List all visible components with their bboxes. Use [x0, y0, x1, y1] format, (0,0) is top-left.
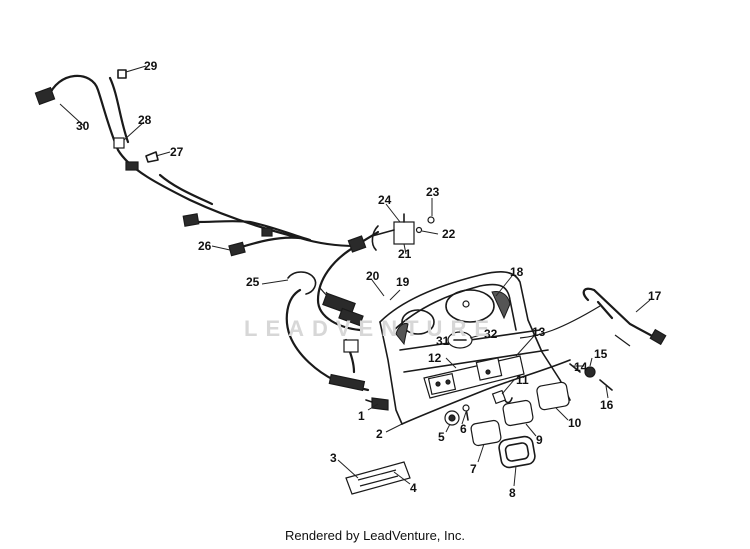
callout-20: 20 — [366, 269, 380, 283]
callout-21: 21 — [398, 247, 412, 261]
callout-16: 16 — [600, 398, 614, 412]
callout-24: 24 — [378, 193, 392, 207]
callout-5: 5 — [438, 430, 445, 444]
callout-9: 9 — [536, 433, 543, 447]
callout-8: 8 — [509, 486, 516, 500]
callout-11: 11 — [516, 373, 529, 387]
callout-12: 12 — [428, 351, 442, 365]
footer-credit: Rendered by LeadVenture, Inc. — [285, 528, 465, 543]
callout-1: 1 — [358, 409, 365, 423]
callout-27: 27 — [170, 145, 184, 159]
callout-3: 3 — [330, 451, 337, 465]
callout-22: 22 — [442, 227, 456, 241]
callout-31: 31 — [436, 334, 450, 348]
callout-19: 19 — [396, 275, 410, 289]
callout-6: 6 — [460, 422, 467, 436]
callout-23: 23 — [426, 185, 440, 199]
callout-17: 17 — [648, 289, 662, 303]
callout-numbers: 1 2 3 4 5 6 7 8 9 10 11 12 13 14 15 16 1… — [76, 59, 662, 500]
wiring-harness — [34, 69, 380, 392]
callout-26: 26 — [198, 239, 212, 253]
callout-29: 29 — [144, 59, 158, 73]
dashboard-housing — [379, 271, 571, 425]
callout-25: 25 — [246, 275, 260, 289]
callout-7: 7 — [470, 462, 477, 476]
small-parts — [345, 287, 667, 495]
callout-30: 30 — [76, 119, 90, 133]
callout-10: 10 — [568, 416, 582, 430]
callout-4: 4 — [410, 481, 417, 495]
callout-32: 32 — [484, 327, 498, 341]
callout-18: 18 — [510, 265, 524, 279]
relay-bracket — [371, 213, 435, 251]
callout-15: 15 — [594, 347, 608, 361]
leader-lines — [59, 65, 651, 487]
callout-2: 2 — [376, 427, 383, 441]
callout-14: 14 — [574, 360, 588, 374]
callout-13: 13 — [532, 325, 546, 339]
callout-28: 28 — [138, 113, 152, 127]
